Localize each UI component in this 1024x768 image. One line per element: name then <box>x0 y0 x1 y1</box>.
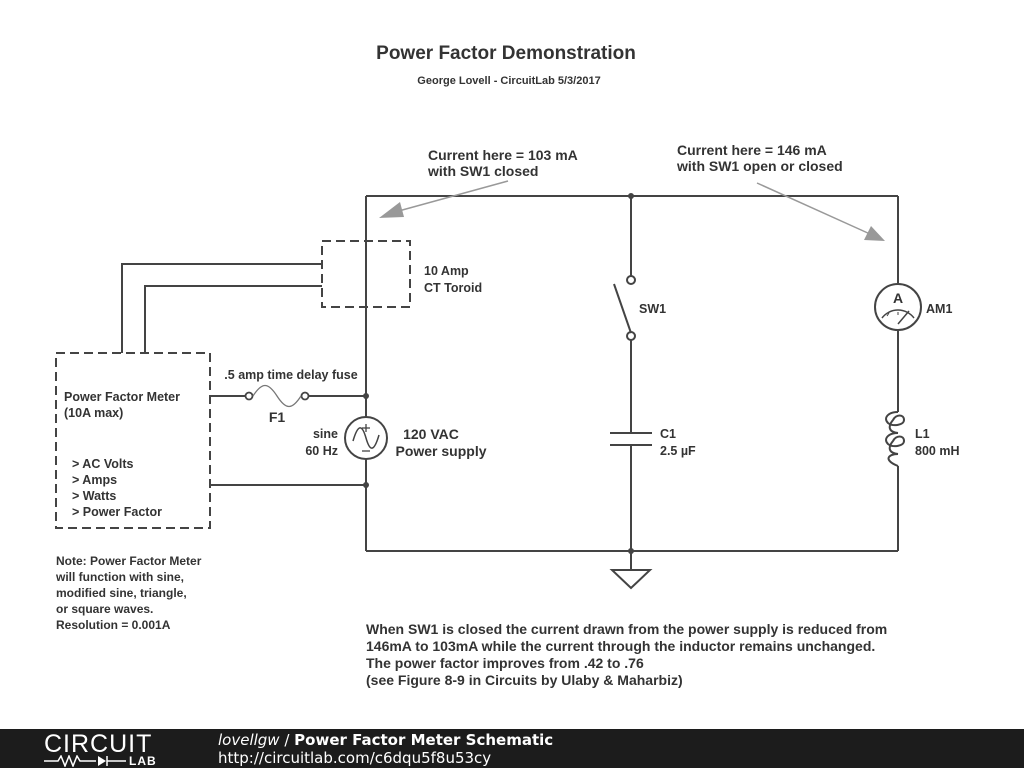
main-circuit-wires <box>363 193 899 570</box>
ammeter-am1 <box>874 283 922 331</box>
ammeter-symbol-label: A <box>893 290 903 306</box>
footer-author-link[interactable]: lovellgw <box>218 731 280 749</box>
circuitlab-logo-wave-icon <box>44 755 126 767</box>
am1-label: AM1 <box>926 302 952 316</box>
ct-toroid-name-label: CT Toroid <box>424 281 482 295</box>
schematic-diagram: Power Factor Demonstration George Lovell… <box>55 43 959 688</box>
c1-ref-label: C1 <box>660 427 676 441</box>
diagram-title: Power Factor Demonstration <box>376 43 636 64</box>
source-frequency-label: 60 Hz <box>305 444 338 458</box>
current-annotation-right: Current here = 146 mA <box>677 142 827 158</box>
meter-feature-item: > AC Volts <box>72 457 134 471</box>
note-line: will function with sine, <box>55 570 184 584</box>
note-line: modified sine, triangle, <box>56 586 187 600</box>
footer-url-link[interactable]: http://circuitlab.com/c6dqu5f8u53cy <box>218 749 492 767</box>
source-voltage-label: 120 VAC <box>403 426 459 442</box>
meter-feature-item: > Amps <box>72 473 117 487</box>
footer-bar: CIRCUIT LAB lovellgw / Power Factor Mete… <box>0 729 1024 768</box>
annotation-arrow-left <box>394 180 509 213</box>
description-line: When SW1 is closed the current drawn fro… <box>366 621 887 637</box>
circuitlab-logo-sub: LAB <box>129 754 157 768</box>
meter-rating: (10A max) <box>64 406 123 420</box>
meter-feature-item: > Watts <box>72 489 116 503</box>
inductor-l1 <box>885 411 906 467</box>
fuse-description-label: .5 amp time delay fuse <box>224 368 357 382</box>
fuse-ref-label: F1 <box>269 409 286 425</box>
source-description-label: Power supply <box>395 443 486 459</box>
description-line: The power factor improves from .42 to .7… <box>366 655 644 671</box>
meter-lead-wires <box>121 263 366 486</box>
arrowhead-left-icon <box>379 202 404 218</box>
c1-value-label: 2.5 µF <box>660 444 696 458</box>
l1-ref-label: L1 <box>915 427 930 441</box>
description-line: 146mA to 103mA while the current through… <box>366 638 875 654</box>
capacitor-c1 <box>610 432 652 446</box>
ground-icon <box>609 569 653 590</box>
ct-toroid-box <box>321 240 411 308</box>
power-factor-meter-box <box>55 352 211 529</box>
circuitlab-logo-word: CIRCUIT <box>44 730 153 758</box>
note-line: Note: Power Factor Meter <box>56 554 202 568</box>
l1-value-label: 800 mH <box>915 444 959 458</box>
diagram-subtitle: George Lovell - CircuitLab 5/3/2017 <box>417 75 600 87</box>
note-line: Resolution = 0.001A <box>56 618 171 632</box>
fuse-f1 <box>244 384 310 408</box>
meter-feature-item: > Power Factor <box>72 505 162 519</box>
sw1-label: SW1 <box>639 302 666 316</box>
meter-title: Power Factor Meter <box>64 390 180 404</box>
ac-voltage-source <box>344 416 388 460</box>
description-line: (see Figure 8-9 in Circuits by Ulaby & M… <box>366 672 683 688</box>
note-line: or square waves. <box>56 602 153 616</box>
footer-title-line: lovellgw / Power Factor Meter Schematic <box>218 731 553 749</box>
ct-toroid-rating-label: 10 Amp <box>424 264 469 278</box>
footer-separator: / <box>279 731 295 749</box>
annotation-arrow-right <box>756 182 871 235</box>
current-annotation-left: Current here = 103 mA <box>428 147 578 163</box>
current-annotation-left-condition: with SW1 closed <box>427 163 538 179</box>
current-annotation-right-condition: with SW1 open or closed <box>676 158 843 174</box>
footer-schematic-title: Power Factor Meter Schematic <box>294 731 554 749</box>
source-waveform-label: sine <box>313 427 338 441</box>
arrowhead-right-icon <box>864 226 885 241</box>
switch-sw1[interactable] <box>613 275 636 341</box>
